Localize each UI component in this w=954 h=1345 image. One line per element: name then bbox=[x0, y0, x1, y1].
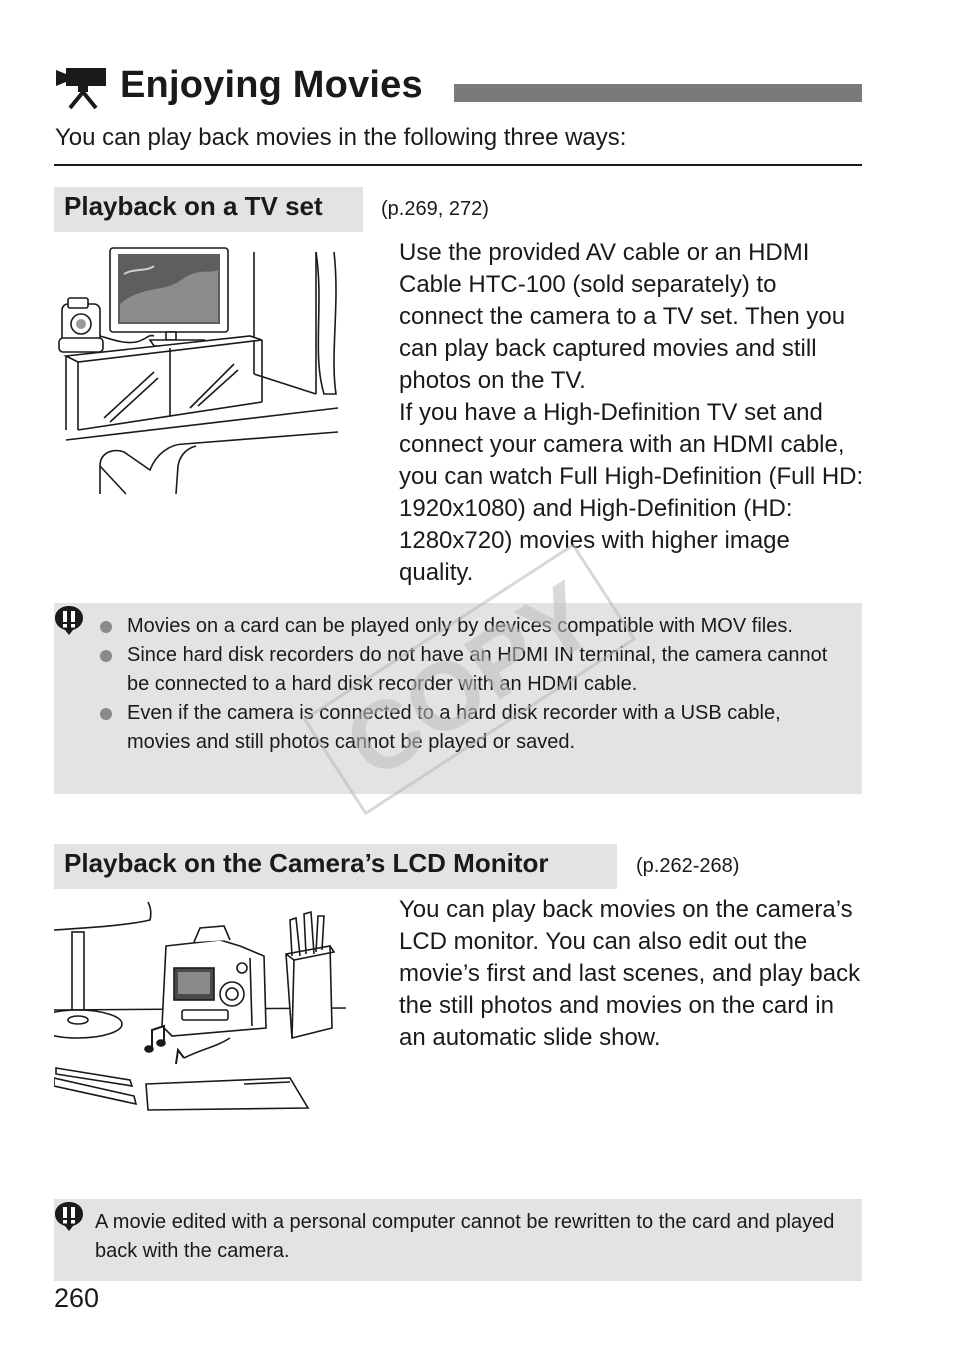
page-reference-tv: (p.269, 272) bbox=[381, 198, 489, 220]
list-item: Movies on a card can be played only by d… bbox=[100, 612, 844, 641]
list-item: Even if the camera is connected to a har… bbox=[100, 699, 844, 757]
bullet-icon bbox=[100, 650, 112, 662]
title-rule-bar bbox=[454, 84, 862, 102]
bullet-icon bbox=[100, 621, 112, 633]
bullet-icon bbox=[100, 708, 112, 720]
section-body-tv: Use the provided AV cable or an HDMI Cab… bbox=[399, 237, 864, 589]
list-item: Since hard disk recorders do not have an… bbox=[100, 641, 844, 699]
caution-list: Movies on a card can be played only by d… bbox=[100, 612, 844, 757]
caution-box: A movie edited with a personal computer … bbox=[54, 1199, 862, 1281]
page-reference-lcd: (p.262-268) bbox=[636, 855, 740, 877]
paragraph: Use the provided AV cable or an HDMI Cab… bbox=[399, 239, 846, 394]
caution-text: A movie edited with a personal computer … bbox=[95, 1211, 835, 1262]
intro-divider bbox=[54, 164, 862, 166]
movie-camera-icon bbox=[56, 68, 106, 110]
lcd-playback-illustration bbox=[54, 901, 346, 1111]
section-heading-lcd: Playback on the Camera’s LCD Monitor bbox=[54, 844, 617, 889]
paragraph: You can play back movies on the camera’s… bbox=[399, 896, 861, 1051]
tv-connection-illustration bbox=[58, 247, 339, 495]
caution-box: Movies on a card can be played only by d… bbox=[54, 603, 862, 794]
page-title: Enjoying Movies bbox=[120, 64, 423, 106]
caution-icon bbox=[55, 606, 83, 635]
section-body-lcd: You can play back movies on the camera’s… bbox=[399, 894, 864, 1054]
intro-text: You can play back movies in the followin… bbox=[55, 124, 627, 151]
page-number: 260 bbox=[54, 1283, 100, 1313]
caution-icon bbox=[55, 1202, 83, 1231]
section-heading-tv: Playback on a TV set bbox=[54, 187, 363, 232]
paragraph: If you have a High-Definition TV set and… bbox=[399, 399, 864, 586]
